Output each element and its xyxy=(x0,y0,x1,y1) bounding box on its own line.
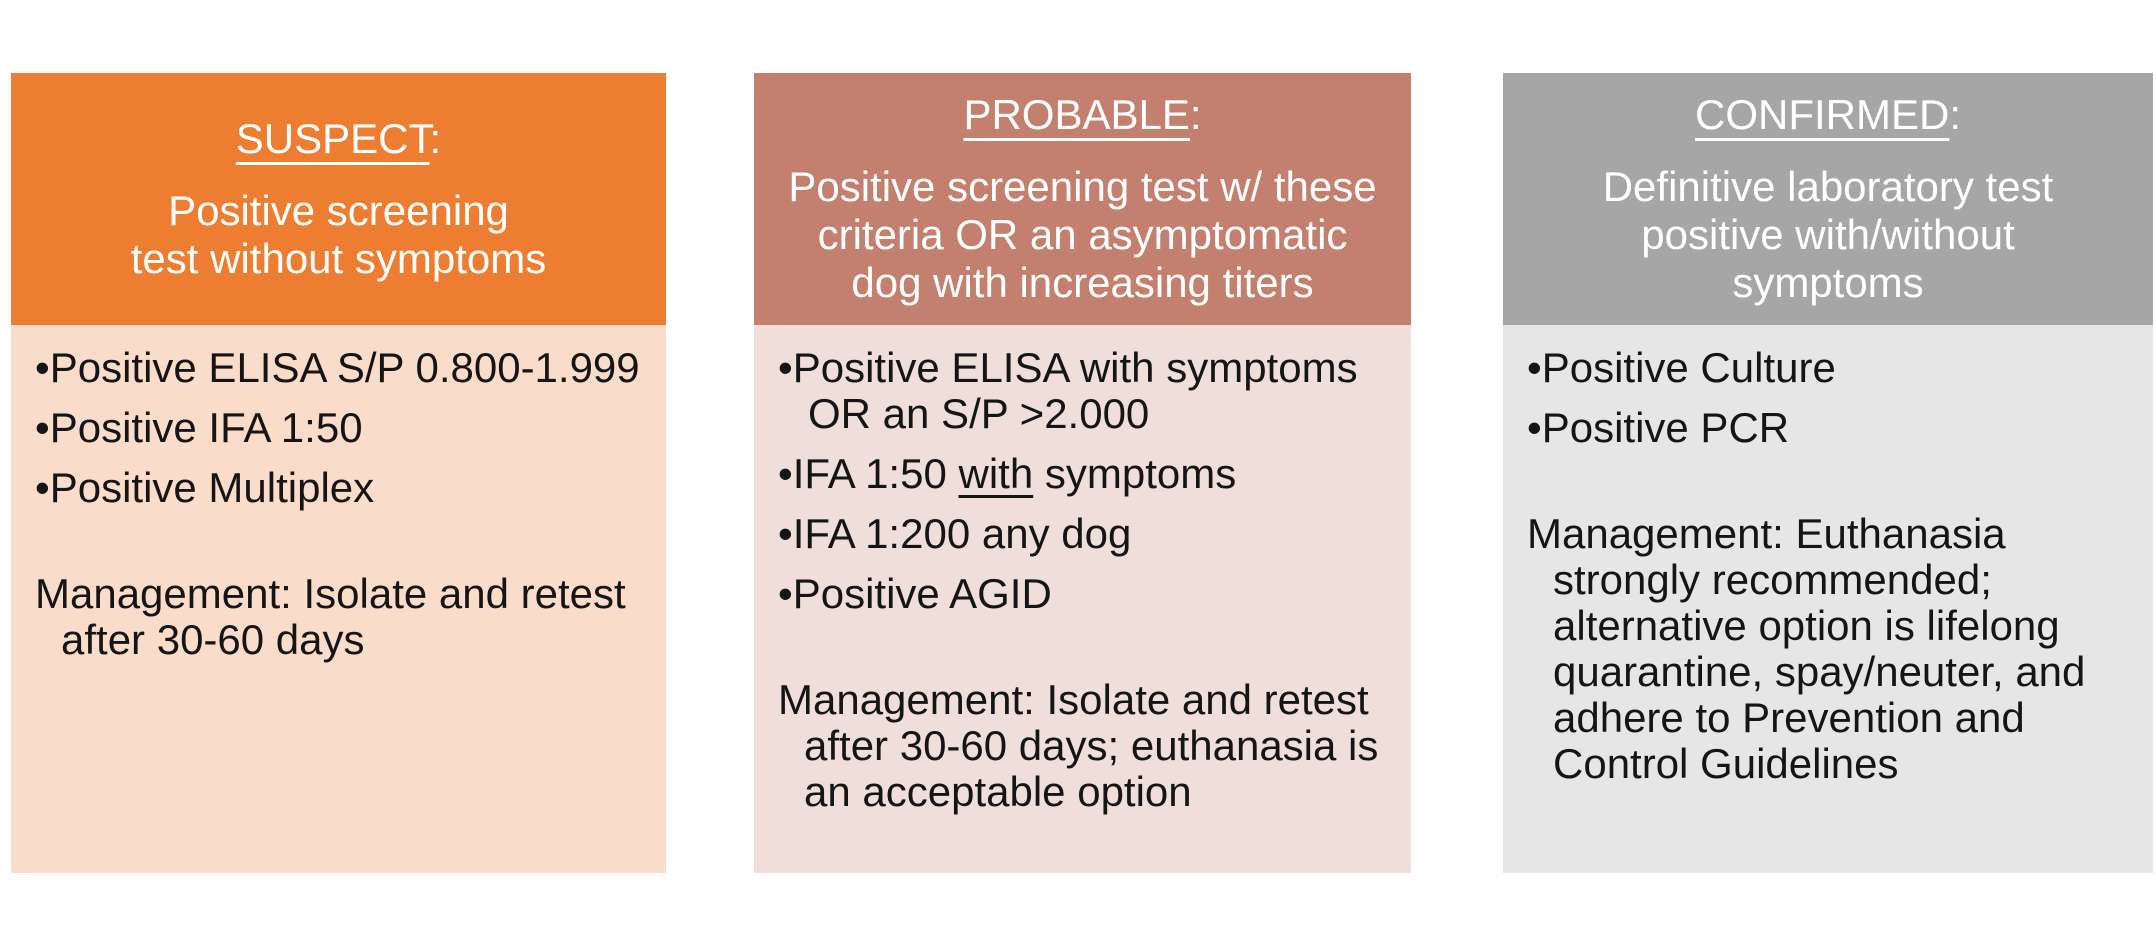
underlined-word: with xyxy=(958,450,1034,497)
confirmed-title-colon: : xyxy=(1949,91,1961,138)
card-probable: PROBABLE: Positive screening test w/ the… xyxy=(754,73,1411,873)
case-definition-board: SUSPECT: Positive screening test without… xyxy=(11,73,2153,873)
criteria-item: •Positive ELISA with symptoms OR an S/P … xyxy=(778,344,1358,437)
suspect-title-text: SUSPECT xyxy=(235,115,430,162)
suspect-subtitle: Positive screening test without symptoms xyxy=(130,187,547,282)
probable-criteria-list: •Positive ELISA with symptoms OR an S/P … xyxy=(778,345,1399,617)
probable-title-text: PROBABLE xyxy=(963,91,1190,138)
confirmed-subtitle: Definitive laboratory test positive with… xyxy=(1602,163,2054,306)
probable-title: PROBABLE: xyxy=(963,91,1201,139)
suspect-management-text: Management: Isolate and retest after 30-… xyxy=(35,570,626,663)
criteria-item: •Positive IFA 1:50 xyxy=(35,404,363,451)
criteria-item: •Positive Multiplex xyxy=(35,464,375,511)
confirmed-body: •Positive Culture •Positive PCR Manageme… xyxy=(1503,325,2153,873)
card-suspect: SUSPECT: Positive screening test without… xyxy=(11,73,666,873)
probable-body: •Positive ELISA with symptoms OR an S/P … xyxy=(754,325,1411,873)
criteria-item: •Positive ELISA S/P 0.800-1.999 xyxy=(35,344,640,391)
suspect-criteria-list: •Positive ELISA S/P 0.800-1.999 •Positiv… xyxy=(35,345,654,511)
probable-header: PROBABLE: Positive screening test w/ the… xyxy=(754,73,1411,325)
confirmed-criteria-list: •Positive Culture •Positive PCR xyxy=(1527,345,2141,451)
criteria-item: •Positive Culture xyxy=(1527,344,1836,391)
confirmed-title-text: CONFIRMED xyxy=(1695,91,1950,138)
probable-title-colon: : xyxy=(1189,91,1202,138)
probable-management-text: Management: Isolate and retest after 30-… xyxy=(778,676,1379,815)
criteria-item: •IFA 1:50 with symptoms xyxy=(778,451,1399,497)
suspect-header: SUSPECT: Positive screening test without… xyxy=(11,73,666,325)
card-confirmed: CONFIRMED: Definitive laboratory test po… xyxy=(1503,73,2153,873)
suspect-title-colon: : xyxy=(429,115,442,162)
confirmed-header: CONFIRMED: Definitive laboratory test po… xyxy=(1503,73,2153,325)
confirmed-management-text: Management: Euthanasia strongly recommen… xyxy=(1527,510,2086,787)
probable-subtitle: Positive screening test w/ these criteri… xyxy=(788,163,1377,306)
criteria-item: •Positive PCR xyxy=(1527,404,1790,451)
criteria-item-pre: •IFA 1:50 xyxy=(778,450,959,497)
confirmed-title: CONFIRMED: xyxy=(1695,91,1961,139)
criteria-item: •Positive AGID xyxy=(778,570,1052,617)
suspect-body: •Positive ELISA S/P 0.800-1.999 •Positiv… xyxy=(11,325,666,873)
criteria-item: •IFA 1:200 any dog xyxy=(778,510,1132,557)
suspect-title: SUSPECT: xyxy=(236,115,441,163)
criteria-item-post: symptoms xyxy=(1033,450,1237,497)
